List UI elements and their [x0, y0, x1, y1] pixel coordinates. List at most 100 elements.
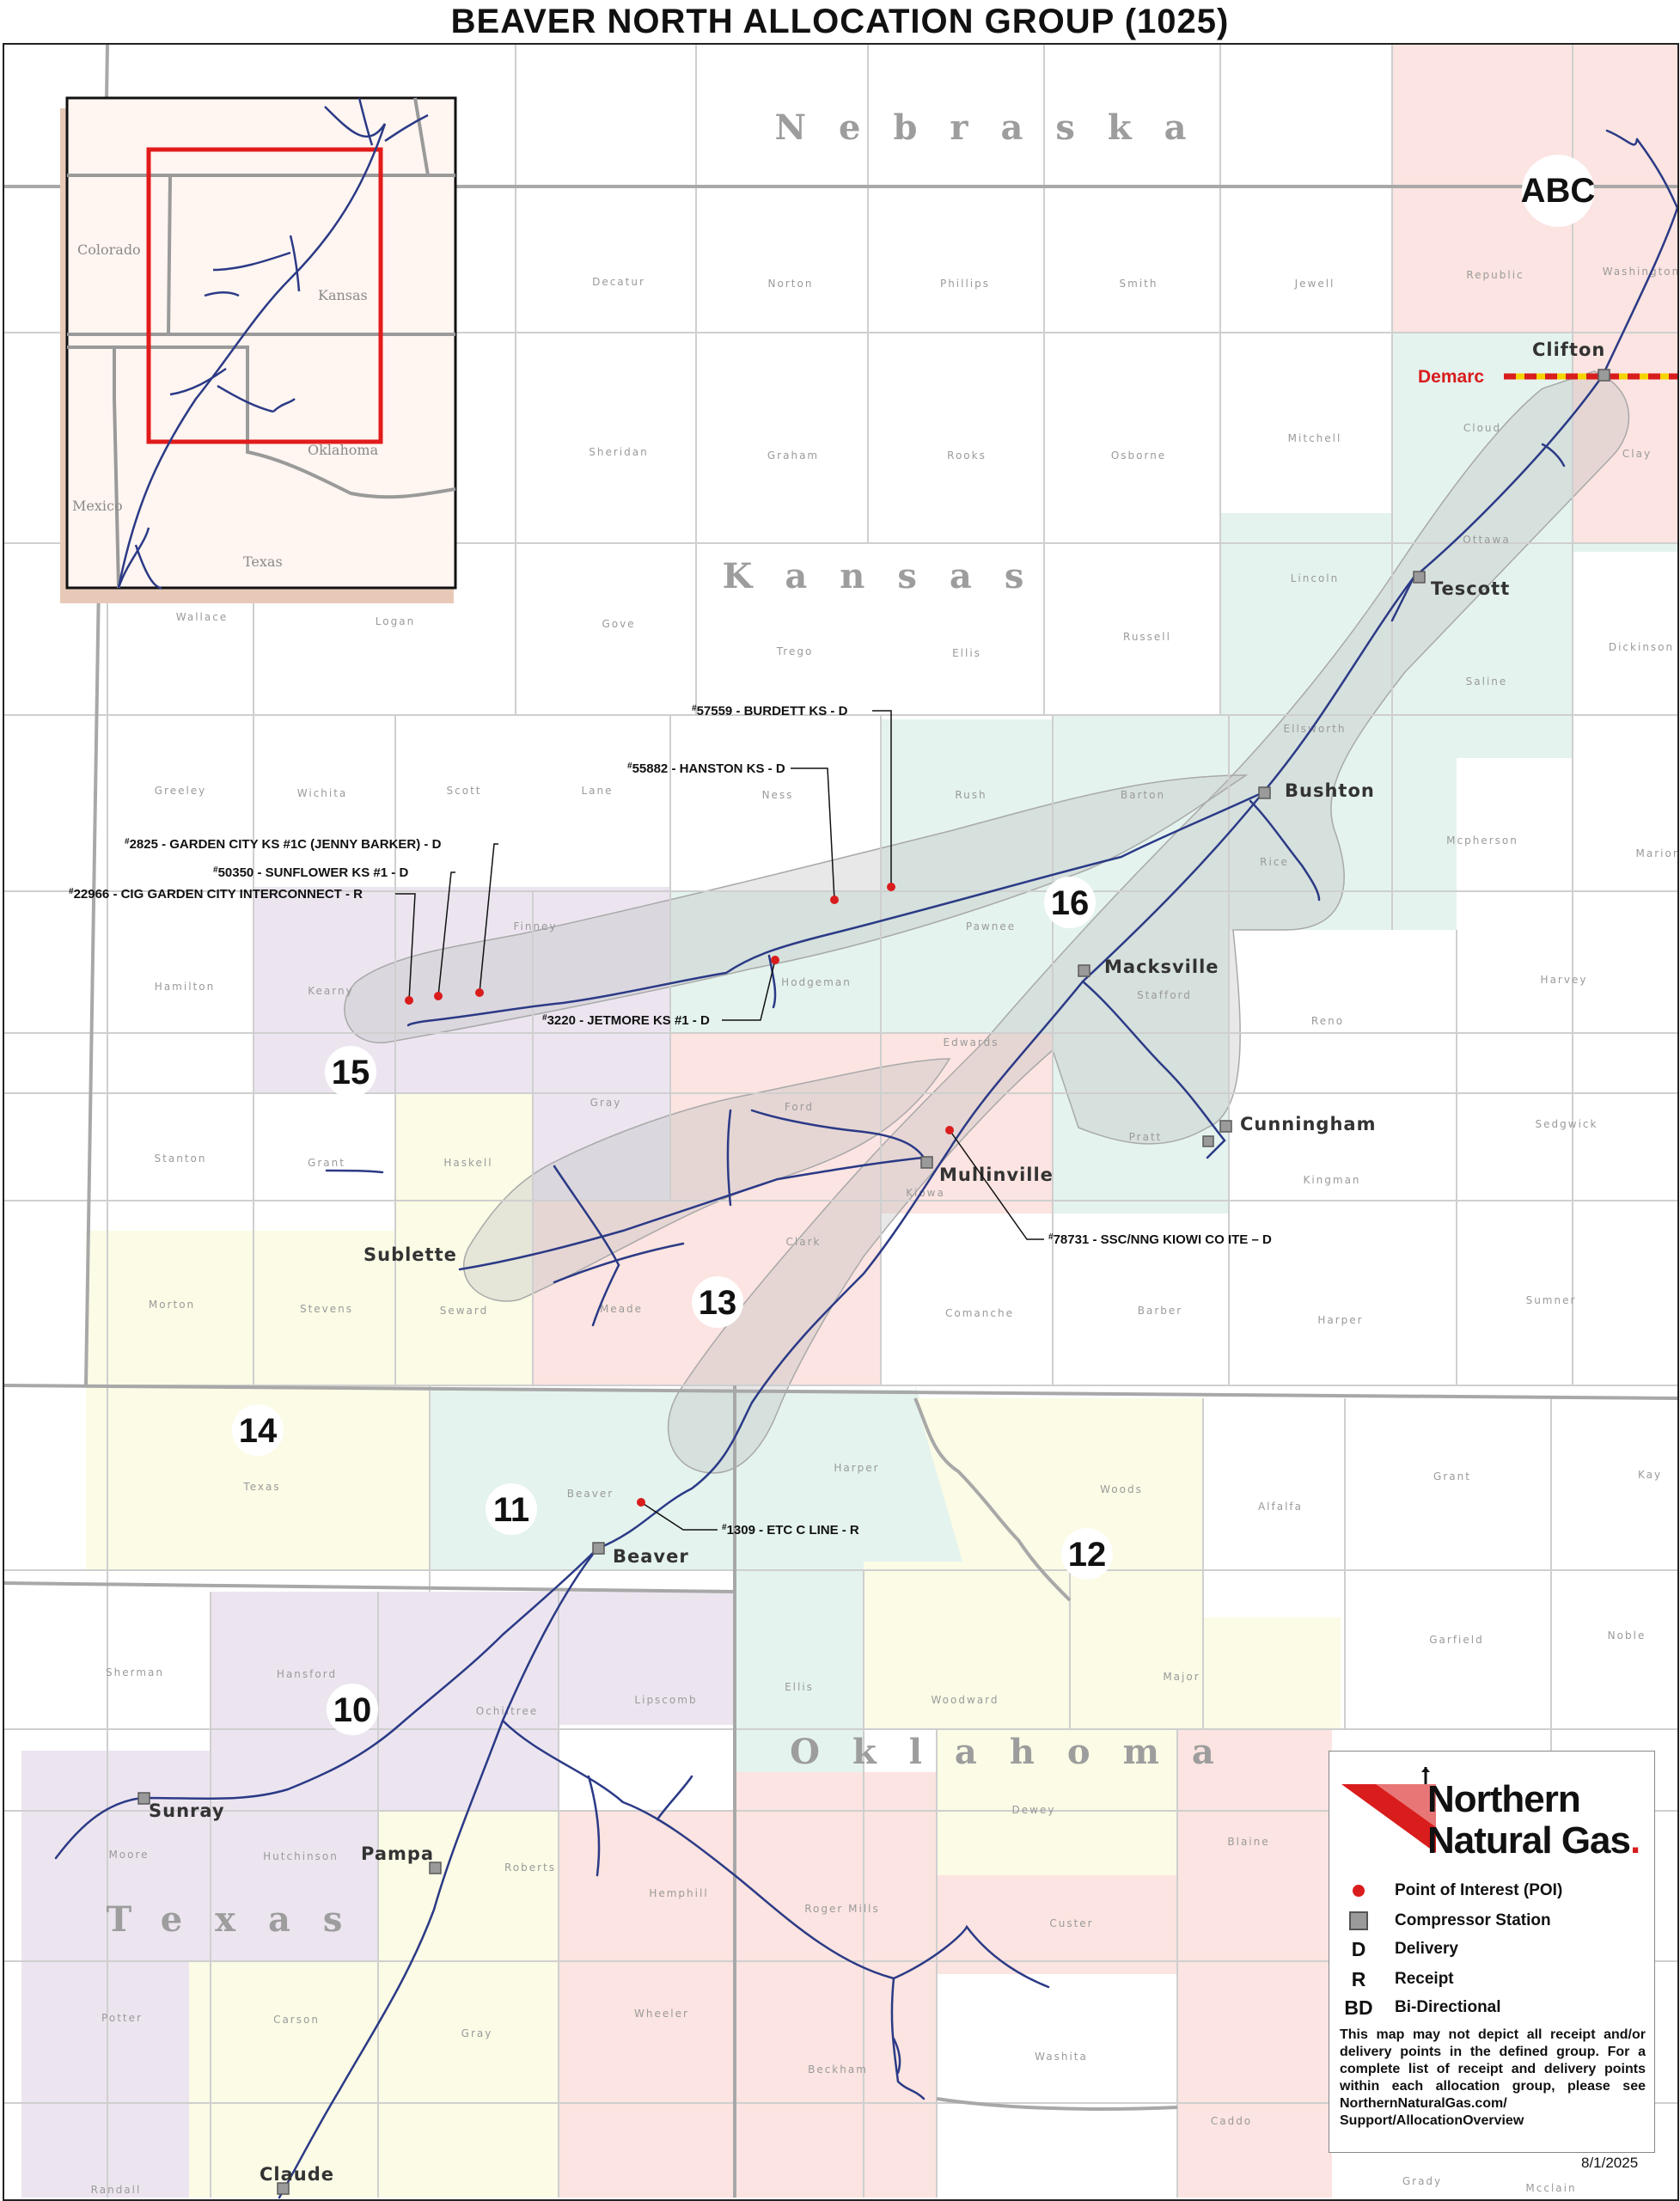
town-label: Claude — [260, 2164, 334, 2185]
town-label: Cunningham — [1240, 1114, 1376, 1134]
county-label: Lincoln — [1291, 572, 1340, 584]
county-label: Hamilton — [155, 981, 215, 993]
county-label: Barton — [1121, 789, 1165, 801]
state-label-kansas: Kansas — [723, 556, 1057, 596]
poi-labels: #57559 - BURDETT KS - D #55882 - HANSTON… — [69, 704, 1272, 1538]
state-label-texas: Texas — [107, 1899, 376, 1940]
county-label: Graham — [767, 449, 819, 462]
county-label: Hutchinson — [263, 1850, 339, 1862]
county-label: Comanche — [945, 1307, 1014, 1319]
county-label: Pratt — [1129, 1131, 1163, 1143]
county-label: Edwards — [944, 1036, 999, 1049]
poi-icon-kiowa — [945, 1126, 954, 1134]
county-label: Caddo — [1211, 2115, 1252, 2127]
county-label: Reno — [1311, 1015, 1344, 1027]
county-label: Harper — [1317, 1314, 1363, 1326]
town-label: Pampa — [361, 1843, 434, 1864]
county-label: Stanton — [155, 1152, 207, 1165]
town-label: Macksville — [1104, 957, 1219, 977]
county-label: Jewell — [1294, 278, 1335, 290]
county-labels: Republic Washington Decatur Norton Phill… — [91, 266, 1677, 2196]
logo-line1: Northern — [1427, 1778, 1580, 1820]
northern-natural-gas-logo: Northern Natural Gas. — [1341, 1767, 1651, 1862]
town-label: Sublette — [363, 1244, 457, 1265]
county-label: Ellis — [785, 1681, 814, 1693]
county-label: Meade — [600, 1303, 643, 1315]
zone-fills — [21, 45, 1677, 2198]
zone-15 — [254, 887, 670, 1201]
county-label: Hemphill — [649, 1887, 708, 1899]
poi-icon-etc — [637, 1498, 645, 1507]
demarc-line: Demarc — [1418, 367, 1677, 387]
town-label: Tescott — [1431, 578, 1510, 599]
group-label-16: 16 — [1051, 884, 1090, 922]
county-label: Major — [1163, 1671, 1200, 1683]
county-label: Osborne — [1111, 449, 1166, 462]
county-label: Roberts — [504, 1862, 556, 1874]
county-label: Trego — [776, 645, 814, 657]
county-label: Scott — [447, 785, 482, 797]
poi-icon-jetmore — [771, 956, 779, 964]
county-label: Saline — [1466, 676, 1508, 688]
zone-12-yellow — [937, 1729, 1177, 1875]
compressor-icon-bushton — [1258, 786, 1271, 799]
pipeline-west-lateral — [406, 791, 1265, 1027]
compressor-icon-mullinville — [920, 1156, 933, 1169]
county-label: Dewey — [1012, 1804, 1056, 1816]
county-label: Norton — [768, 278, 814, 290]
county-label: Carson — [273, 2014, 320, 2026]
demarc-label: Demarc — [1418, 367, 1484, 387]
county-label: Woodward — [932, 1694, 999, 1706]
county-label: Seward — [440, 1305, 489, 1317]
town-label: Bushton — [1285, 780, 1375, 801]
county-label: Beckham — [808, 2063, 868, 2076]
legend-panel: Northern Natural Gas. Point of Interest … — [1329, 1751, 1655, 2153]
zone-12-pink3 — [1177, 1729, 1332, 2198]
logo-mark-icon: Northern Natural Gas. — [1341, 1767, 1640, 1862]
county-label: Lipscomb — [634, 1694, 697, 1706]
group-label-12: 12 — [1068, 1536, 1107, 1574]
county-label: Washington — [1603, 266, 1677, 278]
county-label: Gove — [602, 618, 635, 630]
county-label: Sumner — [1526, 1294, 1577, 1306]
poi-icon-sunflower — [434, 992, 443, 1000]
county-label: Harvey — [1541, 974, 1588, 986]
compressor-icon-macksville — [1078, 964, 1090, 977]
county-label: Beaver — [567, 1488, 614, 1500]
pipeline-claude — [278, 1547, 599, 2199]
svg-text:#50350 - SUNFLOWER KS #1 - D: #50350 - SUNFLOWER KS #1 - D — [213, 865, 408, 880]
zone-abc — [1384, 45, 1677, 543]
compressor-stations — [137, 369, 1610, 2195]
county-label: Woods — [1100, 1483, 1143, 1495]
county-label: Clark — [786, 1236, 822, 1248]
county-label: Decatur — [592, 276, 645, 288]
county-label: Stafford — [1137, 989, 1192, 1001]
county-label: Rush — [955, 789, 987, 801]
town-label: Mullinville — [939, 1165, 1054, 1185]
county-label: Mitchell — [1288, 432, 1342, 444]
county-label: Grady — [1402, 2175, 1442, 2187]
county-label: Potter — [101, 2012, 143, 2024]
svg-text:#1309 - ETC C LINE - R: #1309 - ETC C LINE - R — [722, 1523, 859, 1538]
county-label: Smith — [1120, 278, 1158, 290]
county-label: Ottawa — [1463, 534, 1510, 546]
group-label-13: 13 — [699, 1284, 737, 1322]
county-label: Dickinson — [1609, 641, 1674, 653]
county-label: Marion — [1636, 847, 1677, 859]
town-label: Sunray — [149, 1801, 225, 1821]
county-label: Moore — [108, 1849, 149, 1861]
compressor-icon-sunray — [137, 1792, 150, 1805]
svg-text:Colorado: Colorado — [77, 241, 141, 258]
town-label: Clifton — [1532, 339, 1605, 360]
county-label: Russell — [1123, 631, 1171, 643]
county-label: Greeley — [155, 785, 207, 797]
zone-12-pink2 — [937, 1875, 1177, 1974]
county-label: Wheeler — [634, 2008, 689, 2020]
county-label: Stevens — [300, 1303, 353, 1315]
county-boundaries — [4, 45, 1677, 2198]
poi-leaders — [395, 710, 1044, 1531]
county-label: Texas — [242, 1481, 280, 1493]
poi-icon-garden-city — [475, 988, 484, 997]
county-label: Custer — [1049, 1917, 1093, 1929]
zone-13 — [533, 1033, 1053, 1385]
